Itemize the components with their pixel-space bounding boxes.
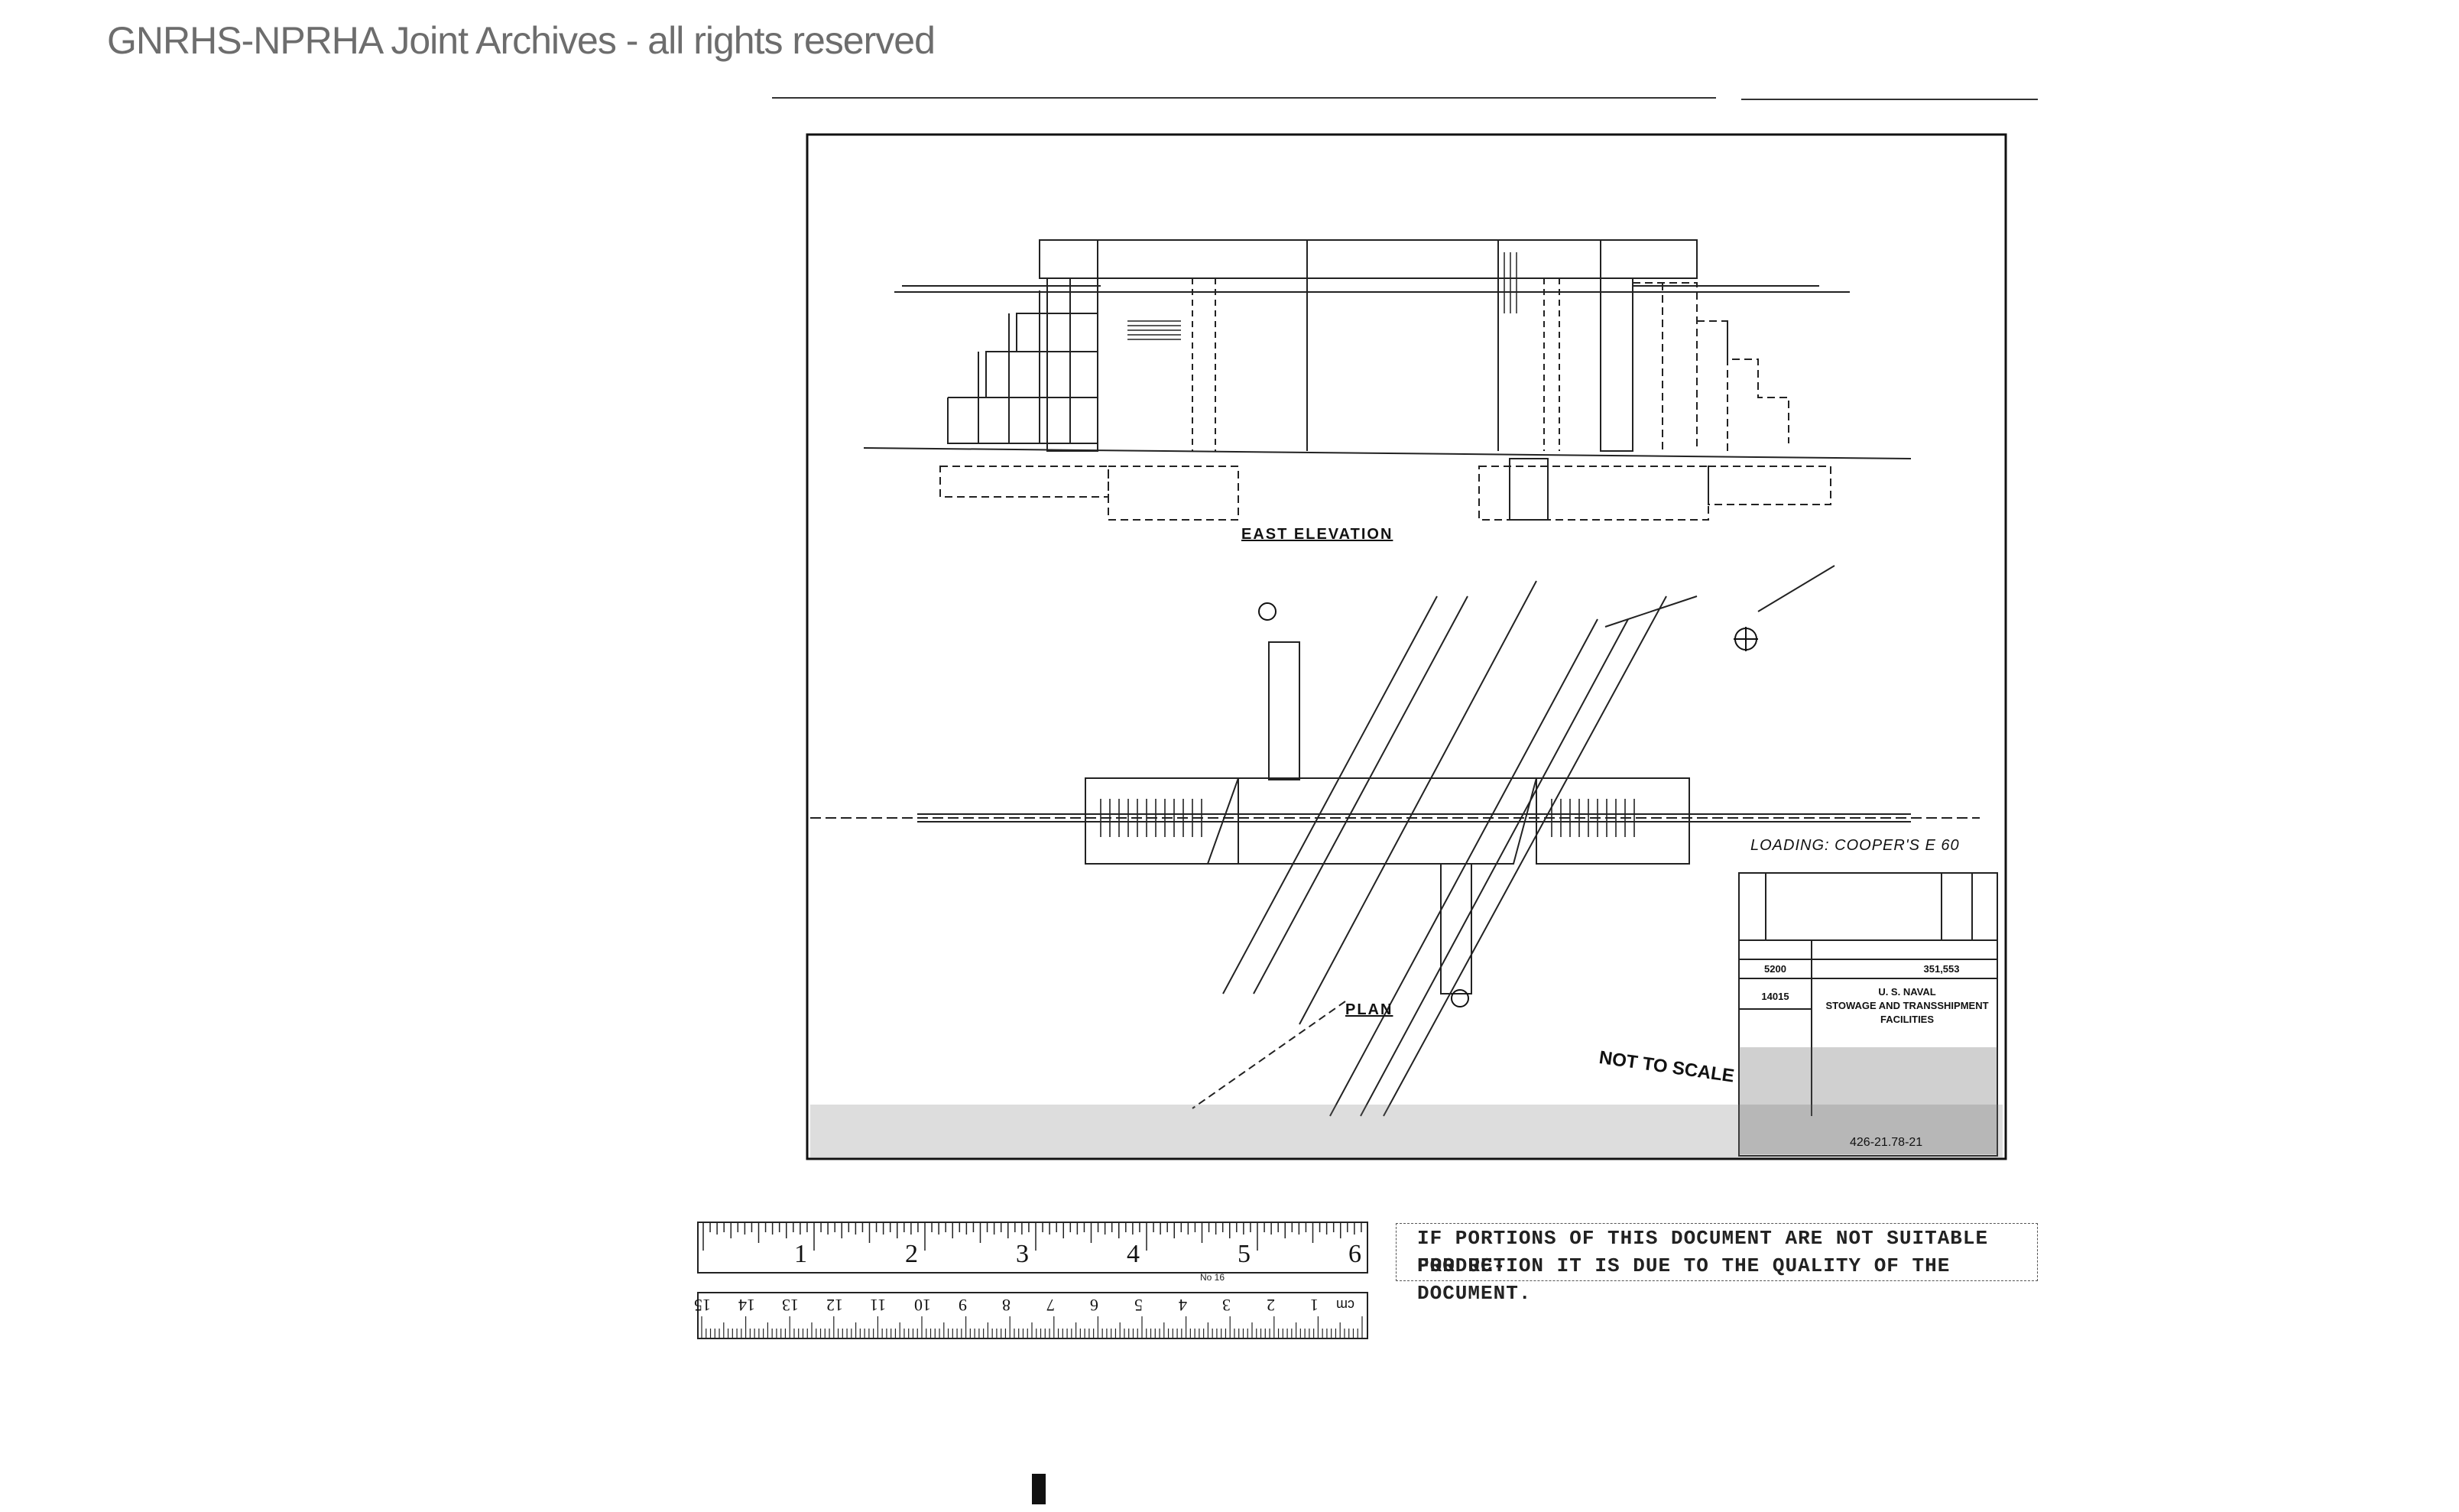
inch-label: 5 bbox=[1238, 1240, 1251, 1268]
plan-view bbox=[810, 565, 1980, 1117]
section-marker-icon bbox=[1258, 602, 1277, 621]
title-block-left-code2: 14015 bbox=[1761, 991, 1789, 1002]
section-marker-icon bbox=[1451, 989, 1469, 1007]
scan-mark bbox=[1032, 1474, 1046, 1504]
plan-title: PLAN bbox=[1345, 1001, 1393, 1018]
loading-note: LOADING: COOPER'S E 60 bbox=[1750, 837, 1960, 854]
cm-label: 8 bbox=[1002, 1296, 1011, 1315]
plan-ties bbox=[1100, 799, 1635, 837]
cm-label: 2 bbox=[1266, 1296, 1275, 1315]
notice-line-2: PRODUCTION IT IS DUE TO THE QUALITY OF T… bbox=[1417, 1254, 1951, 1305]
notice-border bbox=[1396, 1223, 2038, 1281]
cm-label: 14 bbox=[738, 1296, 755, 1315]
elevation-title: EAST ELEVATION bbox=[1241, 526, 1393, 543]
ruler-model: No 16 bbox=[1200, 1272, 1225, 1283]
title-block bbox=[1738, 872, 1998, 1157]
notice-line-1: IF PORTIONS OF THIS DOCUMENT ARE NOT SUI… bbox=[1417, 1227, 1989, 1277]
elevation-hatching bbox=[1127, 252, 1517, 340]
title-block-sheet-code: 351,553 bbox=[1923, 963, 1960, 975]
reproduction-notice: IF PORTIONS OF THIS DOCUMENT ARE NOT SUI… bbox=[1396, 1223, 2038, 1305]
cm-label: 3 bbox=[1222, 1296, 1231, 1315]
scan-noise bbox=[810, 1105, 2003, 1158]
cm-unit: cm bbox=[1336, 1297, 1354, 1312]
title-block-facility2: FACILITIES bbox=[1880, 1014, 1935, 1025]
cm-label: 1 bbox=[1310, 1296, 1319, 1315]
cm-label: 10 bbox=[914, 1296, 931, 1315]
inch-label: 2 bbox=[905, 1240, 918, 1268]
inch-label: 4 bbox=[1127, 1240, 1140, 1268]
engineering-drawing-sheet: EAST ELEVATION PLAN LOADING: COOPER'S E … bbox=[764, 92, 2041, 1170]
cm-label: 13 bbox=[782, 1296, 800, 1315]
drawing-linework bbox=[772, 97, 2038, 1160]
cm-label: 7 bbox=[1046, 1296, 1055, 1315]
title-block-facility: STOWAGE AND TRANSSHIPMENT bbox=[1825, 1000, 1989, 1011]
cm-label: 6 bbox=[1090, 1296, 1099, 1315]
inch-label: 6 bbox=[1348, 1240, 1361, 1268]
cm-label: 11 bbox=[870, 1296, 887, 1315]
inch-ruler: 1 2 3 4 5 6 bbox=[697, 1222, 1370, 1275]
inch-label: 1 bbox=[794, 1240, 807, 1268]
cm-label: 5 bbox=[1134, 1296, 1143, 1315]
cm-label: 15 bbox=[694, 1296, 711, 1315]
title-block-agency: U. S. NAVAL bbox=[1878, 986, 1936, 998]
cm-label: 9 bbox=[958, 1296, 967, 1315]
cm-ruler: 15 14 13 12 11 10 9 8 7 6 5 4 3 2 1 cm bbox=[694, 1292, 1370, 1339]
archive-watermark: GNRHS-NPRHA Joint Archives - all rights … bbox=[107, 19, 936, 62]
north-arrow-icon bbox=[1734, 627, 1758, 651]
title-block-left-code: 5200 bbox=[1764, 963, 1786, 975]
cm-label: 12 bbox=[826, 1296, 843, 1315]
east-elevation-view bbox=[863, 239, 1912, 521]
drawing-number: 426-21.78-21 bbox=[1850, 1136, 1923, 1149]
cm-label: 4 bbox=[1178, 1296, 1187, 1315]
inch-label: 3 bbox=[1016, 1240, 1029, 1268]
